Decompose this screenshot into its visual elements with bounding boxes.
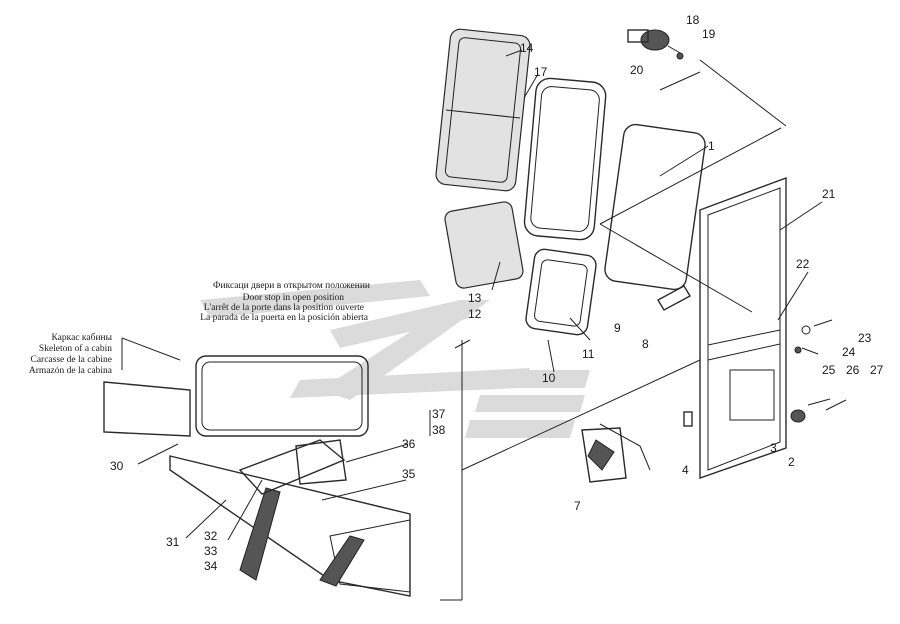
small-frame-11 xyxy=(525,248,597,336)
small-glass-13 xyxy=(444,201,524,289)
callout-25: 25 xyxy=(822,363,836,377)
doorstop-caption-fr: L'arrêt de la porte dans la position ouv… xyxy=(204,303,364,313)
callout-27: 27 xyxy=(870,363,884,377)
callout-37: 37 xyxy=(432,407,446,421)
cabin-caption-es: Armazón de la cabina xyxy=(29,366,113,376)
doorstop-caption-es: La parada de la puerta en la posición ab… xyxy=(200,313,369,323)
cabin-caption-en: Skeleton of a cabin xyxy=(39,343,112,354)
callout-18: 18 xyxy=(686,13,700,27)
callout-30: 30 xyxy=(110,459,124,473)
leader-lines xyxy=(121,49,823,601)
glass-1 xyxy=(604,123,706,291)
callout-35: 35 xyxy=(402,467,416,481)
actuator-18 xyxy=(627,29,684,60)
callout-9: 9 xyxy=(614,321,621,335)
callout-2: 2 xyxy=(788,455,795,469)
callout-12: 12 xyxy=(468,307,482,321)
callout-38: 38 xyxy=(432,423,446,437)
callout-26: 26 xyxy=(846,363,860,377)
cabin-caption-fr: Carcasse de la cabine xyxy=(31,355,113,365)
hardware-22-27 xyxy=(790,319,847,423)
callout-23: 23 xyxy=(858,331,872,345)
cabin-skeleton xyxy=(103,355,411,597)
callout-1: 1 xyxy=(708,139,715,153)
callout-22: 22 xyxy=(796,257,810,271)
callout-labels: 1 2 3 4 7 8 9 10 11 12 13 14 17 18 19 20… xyxy=(110,13,884,573)
callout-31: 31 xyxy=(166,535,180,549)
callout-34: 34 xyxy=(204,559,218,573)
doorstop-caption-en: Door stop in open position xyxy=(243,293,345,303)
callout-24: 24 xyxy=(842,345,856,359)
doorstop-caption-ru: Фиксаци двери в открытом положении xyxy=(213,281,370,291)
callout-20: 20 xyxy=(630,63,644,77)
callout-11: 11 xyxy=(582,347,595,361)
doorstop-caption: Фиксаци двери в открытом положении Door … xyxy=(200,281,370,323)
cabin-caption-ru: Каркас кабины xyxy=(51,332,112,343)
cabin-caption: Каркас кабины Skeleton of a cabin Carcas… xyxy=(29,332,113,376)
callout-36: 36 xyxy=(402,437,416,451)
bracket-8 xyxy=(657,285,691,311)
callout-8: 8 xyxy=(642,337,649,351)
callout-13: 13 xyxy=(468,291,482,305)
door-frame-21 xyxy=(699,176,787,479)
callout-19: 19 xyxy=(702,27,716,41)
glass-pane-14 xyxy=(435,28,531,192)
callout-7: 7 xyxy=(574,499,581,513)
callout-4: 4 xyxy=(682,463,689,477)
callout-32: 32 xyxy=(204,529,218,543)
callout-33: 33 xyxy=(204,544,218,558)
callout-14: 14 xyxy=(520,41,534,55)
seal-frame-17 xyxy=(523,77,607,241)
lock-7 xyxy=(581,411,693,483)
callout-3: 3 xyxy=(770,441,777,455)
callout-17: 17 xyxy=(534,65,548,79)
callout-21: 21 xyxy=(822,187,836,201)
callout-10: 10 xyxy=(542,371,556,385)
